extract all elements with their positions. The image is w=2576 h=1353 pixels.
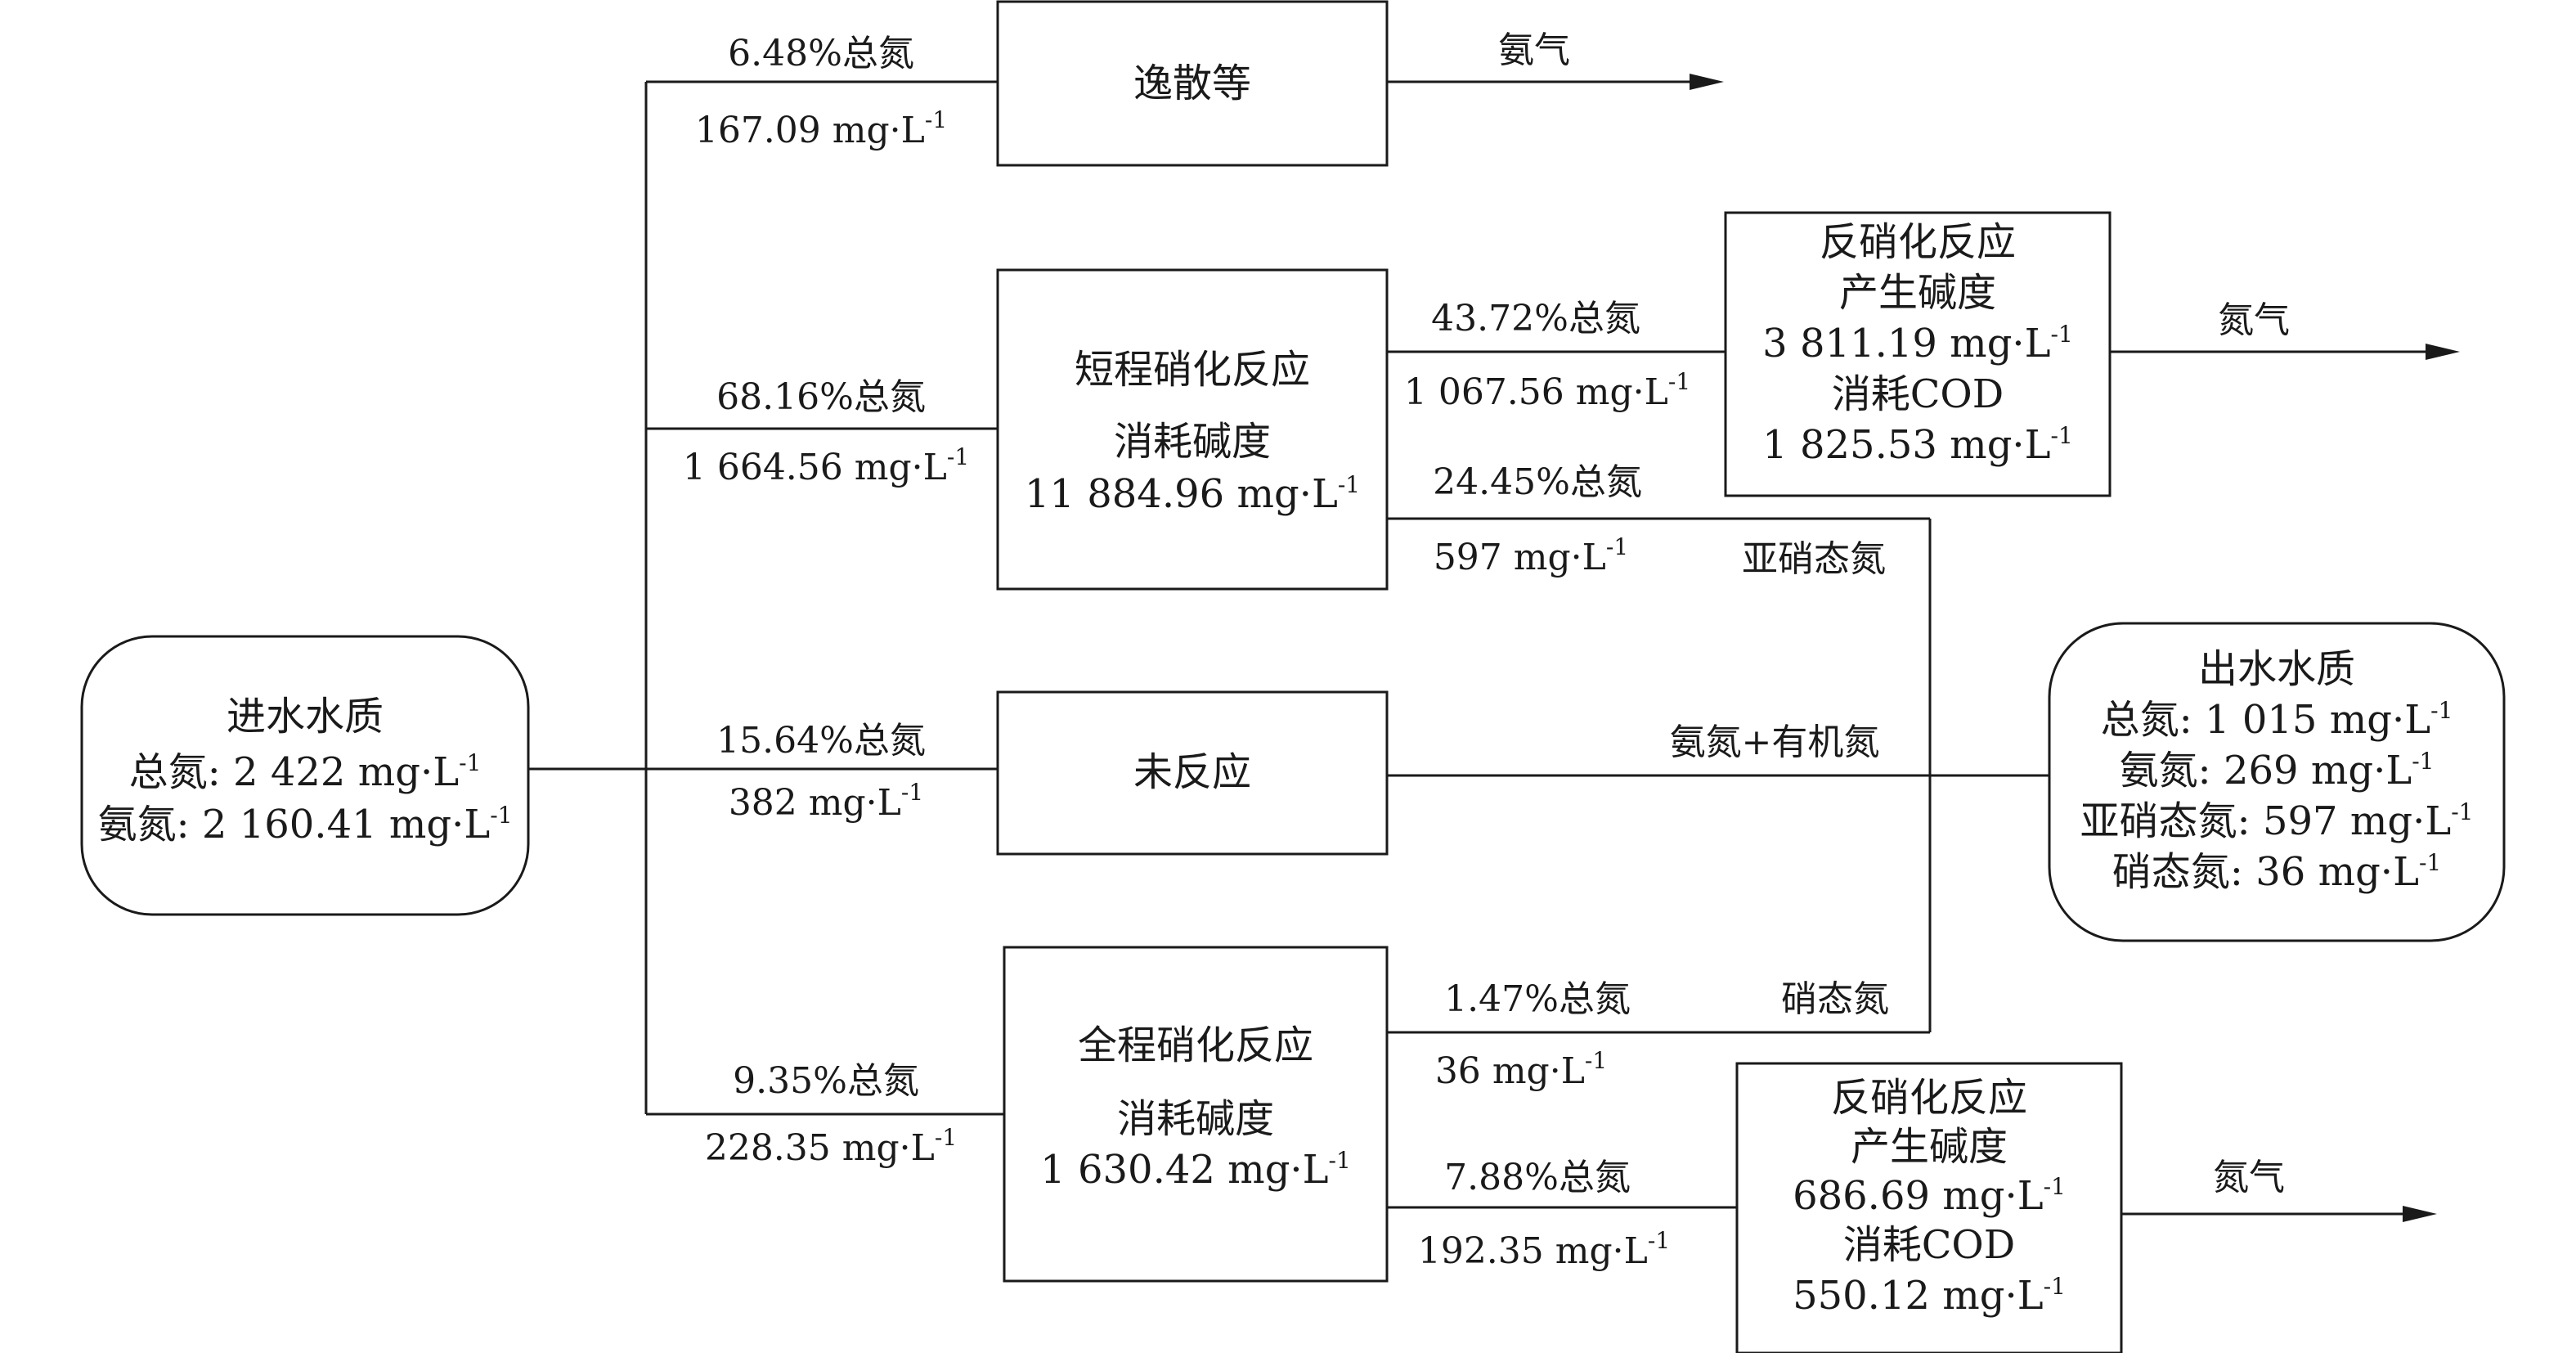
denit-bottom-cod-label: 消耗COD	[1843, 1222, 2016, 1268]
full-nitrification-branch: 9.35%总氮 228.35 mg·L-1 全程硝化反应 消耗碱度 1 630.…	[705, 946, 1889, 1283]
escape-branch: 6.48%总氮 167.09 mg·L-1 逸散等 氨气	[695, 0, 1570, 167]
influent-node: 进水水质 总氮: 2 422 mg·L-1 氨氮: 2 160.41 mg·L-…	[80, 635, 530, 916]
short-box-title: 短程硝化反应	[1075, 347, 1310, 393]
full-percent-label: 9.35%总氮	[733, 1060, 919, 1102]
unreacted-percent-label: 15.64%总氮	[716, 720, 926, 762]
influent-total-nitrogen: 总氮: 2 422 mg·L-1	[129, 749, 482, 795]
denit-top-cod-label: 消耗COD	[1832, 371, 2004, 417]
denit-top-alkalinity-value: 3 811.19 mg·L-1	[1762, 321, 2073, 366]
short-denit-percent-label: 43.72%总氮	[1431, 298, 1640, 339]
short-concentration-label: 1 664.56 mg·L-1	[683, 443, 969, 488]
denit-top-cod-value: 1 825.53 mg·L-1	[1762, 422, 2073, 468]
full-box-title: 全程硝化反应	[1078, 1023, 1313, 1068]
influent-ammonia-nitrogen: 氨氮: 2 160.41 mg·L-1	[97, 802, 512, 847]
arrowhead-denit-top	[2426, 344, 2460, 360]
full-nitrate-concentration-label: 36 mg·L-1	[1435, 1047, 1607, 1092]
escape-box-label: 逸散等	[1133, 61, 1251, 106]
escape-percent-label: 6.48%总氮	[728, 33, 914, 74]
unreacted-box	[996, 690, 1389, 856]
denit-bottom-alkalinity-value: 686.69 mg·L-1	[1793, 1173, 2066, 1219]
escape-output-ammonia-gas: 氨气	[1498, 29, 1570, 71]
short-nitrification-branch: 68.16%总氮 1 664.56 mg·L-1 短程硝化反应 消耗碱度 11 …	[683, 268, 1886, 591]
full-denit-concentration-label: 192.35 mg·L-1	[1418, 1227, 1670, 1272]
full-box-subtitle: 消耗碱度	[1117, 1096, 1274, 1142]
unreacted-branch: 15.64%总氮 382 mg·L-1 未反应 氨氮+有机氮	[716, 690, 1880, 856]
full-denit-percent-label: 7.88%总氮	[1444, 1157, 1631, 1198]
short-nitrification-box	[996, 268, 1389, 591]
denit-top-box	[1724, 211, 2112, 497]
nitrite-stream-label: 亚硝态氮	[1742, 538, 1886, 580]
full-nitrate-percent-label: 1.47%总氮	[1444, 978, 1631, 1020]
short-denit-concentration-label: 1 067.56 mg·L-1	[1404, 368, 1690, 413]
arrowhead-escape	[1690, 74, 1724, 90]
denit-bottom-alkalinity-label: 产生碱度	[1851, 1124, 2008, 1170]
denit-bottom-title: 反硝化反应	[1831, 1075, 2027, 1121]
full-nitrification-box	[1003, 946, 1389, 1283]
short-percent-label: 68.16%总氮	[716, 376, 926, 418]
nitrate-stream-label: 硝态氮	[1781, 978, 1889, 1020]
denit-bottom-output-nitrogen-gas: 氮气	[2213, 1157, 2285, 1198]
ammonia-organic-nitrogen-label: 氨氮+有机氮	[1670, 721, 1880, 763]
denit-bottom-box	[1735, 1062, 2123, 1353]
arrowhead-denit-bottom	[2403, 1206, 2437, 1222]
denit-top-output-nitrogen-gas: 氮气	[2218, 299, 2290, 341]
effluent-nitrite-nitrogen: 亚硝态氮: 597 mg·L-1	[2080, 798, 2474, 844]
influent-title: 进水水质	[227, 694, 384, 739]
denitrification-top: 反硝化反应 产生碱度 3 811.19 mg·L-1 消耗COD 1 825.5…	[1724, 211, 2290, 497]
effluent-nitrate-nitrogen: 硝态氮: 36 mg·L-1	[2112, 849, 2441, 895]
short-nitrite-concentration-label: 597 mg·L-1	[1434, 533, 1628, 578]
full-concentration-label: 228.35 mg·L-1	[705, 1124, 957, 1169]
effluent-node: 出水水质 总氮: 1 015 mg·L-1 氨氮: 269 mg·L-1 亚硝态…	[2048, 622, 2506, 942]
denit-top-title: 反硝化反应	[1820, 219, 2016, 265]
escape-box	[996, 0, 1389, 167]
connectors	[528, 74, 2460, 1222]
effluent-total-nitrogen: 总氮: 1 015 mg·L-1	[2101, 697, 2453, 743]
full-box-alkalinity: 1 630.42 mg·L-1	[1040, 1147, 1351, 1193]
denit-bottom-cod-value: 550.12 mg·L-1	[1793, 1273, 2066, 1319]
unreacted-concentration-label: 382 mg·L-1	[729, 779, 923, 824]
short-box-alkalinity: 11 884.96 mg·L-1	[1025, 471, 1360, 517]
unreacted-box-label: 未反应	[1133, 749, 1251, 795]
short-box-subtitle: 消耗碱度	[1114, 419, 1271, 465]
escape-concentration-label: 167.09 mg·L-1	[695, 106, 947, 151]
effluent-title: 出水水质	[2198, 646, 2355, 692]
effluent-ammonia-nitrogen: 氨氮: 269 mg·L-1	[2120, 748, 2435, 793]
short-nitrite-percent-label: 24.45%总氮	[1433, 461, 1642, 503]
denitrification-bottom: 反硝化反应 产生碱度 686.69 mg·L-1 消耗COD 550.12 mg…	[1735, 1062, 2285, 1353]
denit-top-alkalinity-label: 产生碱度	[1839, 270, 1996, 316]
